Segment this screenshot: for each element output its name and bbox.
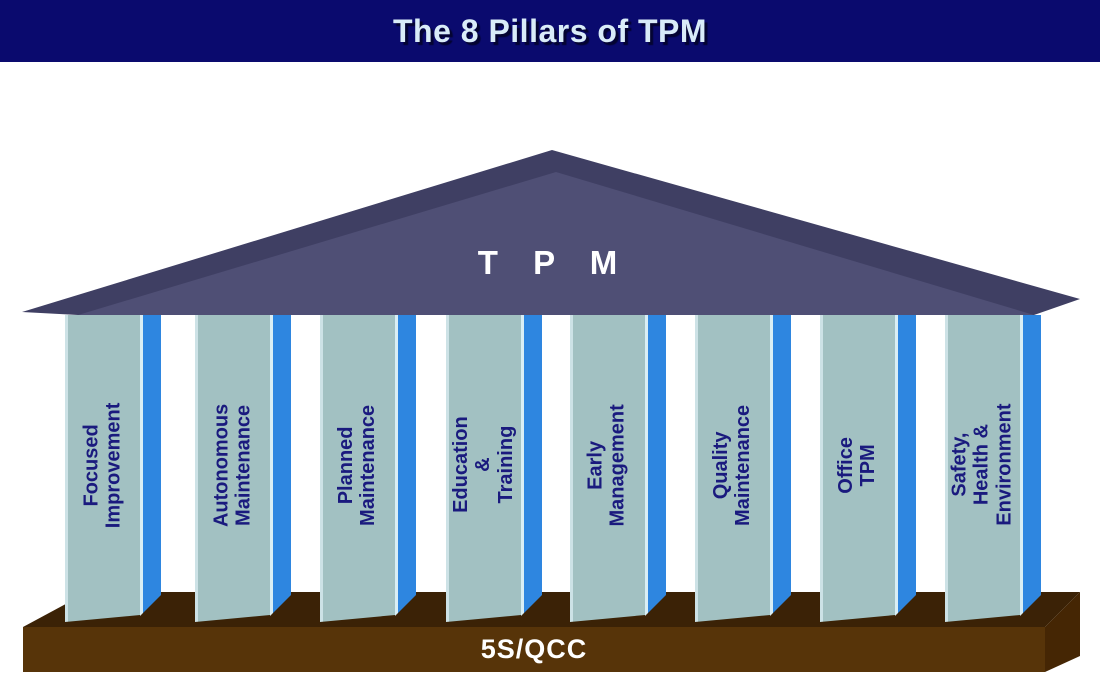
base-top-face [23,592,1080,627]
base-front-face [23,627,1045,672]
pillar: Quality Maintenance [695,315,791,622]
pillar-front-face [195,315,270,622]
pillar: Safety, Health & Environment [945,315,1041,622]
pillar-side-face [521,315,542,616]
pillar-side-face [270,315,291,616]
pillar: Office TPM [820,315,916,622]
pillar-label-box: Focused Improvement [65,315,140,615]
pillar-front-face [695,315,770,622]
pillar-front-face [320,315,395,622]
pillar: Education & Training [446,315,542,622]
pillar-side-face [645,315,666,616]
pillar-label: Office TPM [835,436,880,494]
pillar-front-face [820,315,895,622]
pillar: Autonomous Maintenance [195,315,291,622]
pillar-front-face [446,315,521,622]
title-bar: The 8 Pillars of TPM [0,0,1100,62]
pillar-label-box: Office TPM [820,315,895,615]
pillar: Planned Maintenance [320,315,416,622]
pillar-side-face [395,315,416,616]
pillar: Focused Improvement [65,315,161,622]
pillar-front-face [945,315,1020,622]
pillar-front-face [65,315,140,622]
pillar-label: Quality Maintenance [710,404,755,526]
base-label: 5S/QCC [480,634,588,664]
pillar-label: Early Management [585,403,630,527]
base-right-face [1045,592,1080,672]
pillar-label-box: Early Management [570,315,645,615]
pillar-label-box: Planned Maintenance [320,315,395,615]
pillar-label: Autonomous Maintenance [210,403,255,527]
pillar-side-face [1020,315,1041,616]
pillar-side-face [895,315,916,616]
pillar-label: Planned Maintenance [335,404,380,526]
pillar-front-face [570,315,645,622]
pillar-side-face [770,315,791,616]
pillar-label-box: Education & Training [446,315,521,615]
pillar-side-face [140,315,161,616]
pillar-label-box: Autonomous Maintenance [195,315,270,615]
pillar-label-box: Safety, Health & Environment [945,315,1020,615]
roof-label: T P M [477,244,631,281]
pillar-label: Safety, Health & Environment [948,403,1016,527]
roof-front-face [78,172,1034,315]
page-title: The 8 Pillars of TPM [392,12,708,49]
pillar: Early Management [570,315,666,622]
pillar-label: Education & Training [449,416,517,514]
pillar-label-box: Quality Maintenance [695,315,770,615]
pillar-label: Focused Improvement [80,402,125,528]
